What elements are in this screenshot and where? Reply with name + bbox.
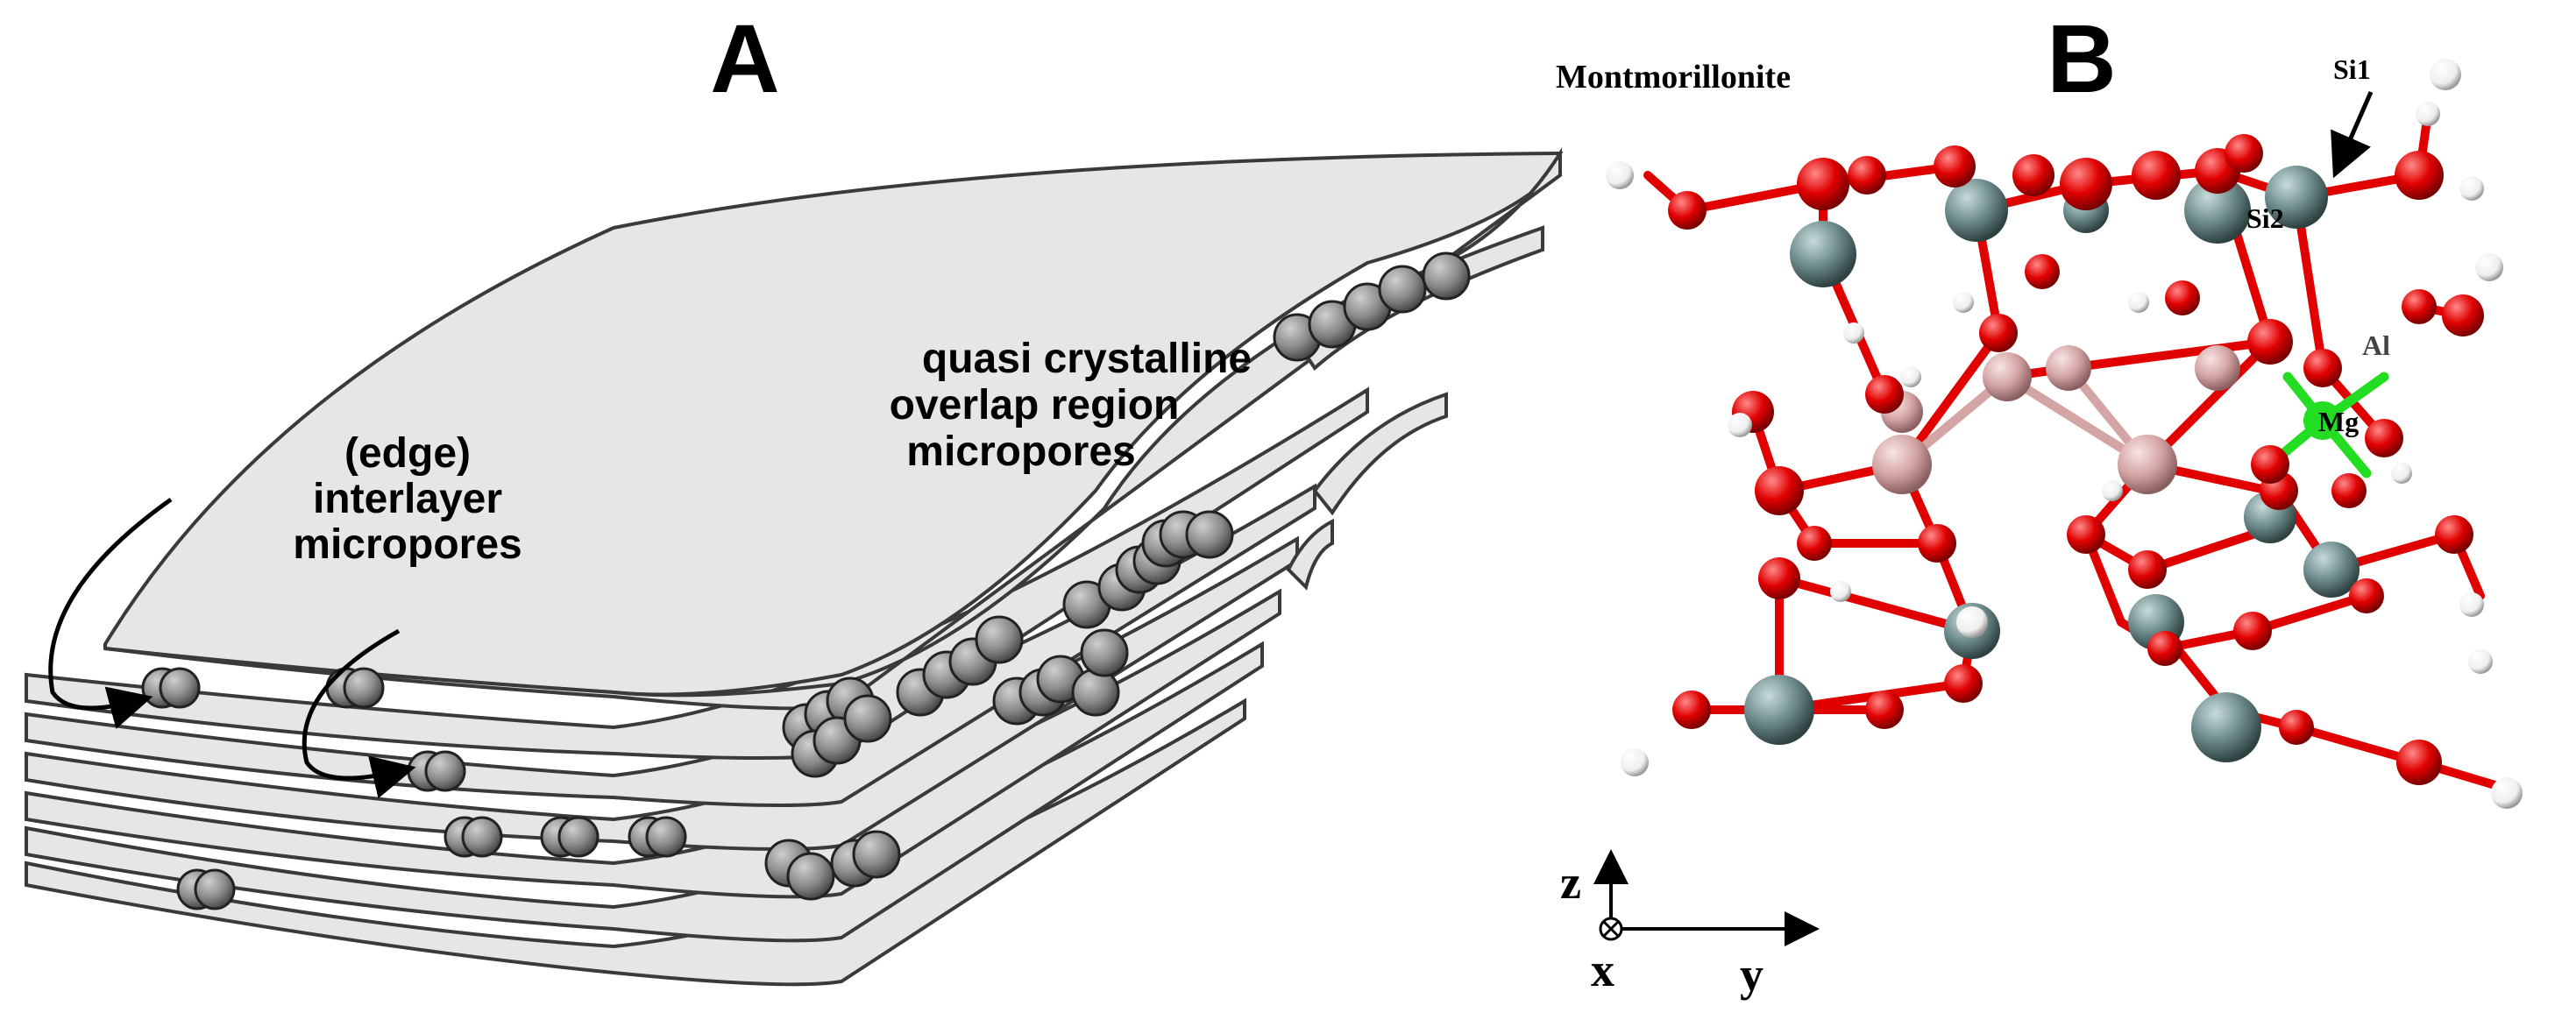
particle bbox=[843, 694, 892, 743]
si-atom bbox=[1790, 221, 1856, 287]
hydrogen-atoms bbox=[1606, 59, 2523, 809]
panel-b-letter: B bbox=[2047, 5, 2116, 113]
panel-a-letter: A bbox=[710, 5, 779, 113]
panel-a-labels: quasi crystalline overlap region micropo… bbox=[293, 336, 1252, 568]
silicon-atoms bbox=[1744, 166, 2360, 762]
clay-sheet-6 bbox=[25, 641, 1264, 943]
si-atom bbox=[2191, 692, 2261, 762]
coordinate-axes: z x y bbox=[1560, 849, 1820, 1001]
clay-sheet-top-edge bbox=[104, 147, 1562, 711]
particle bbox=[461, 816, 503, 858]
micropore-particles bbox=[141, 251, 1471, 910]
y-axis-label: y bbox=[1740, 948, 1763, 1001]
si-atom bbox=[2265, 166, 2328, 229]
clay-sheet-7 bbox=[25, 698, 1246, 987]
mg-label: Mg bbox=[2318, 406, 2359, 437]
quasi-label-line3: micropores bbox=[906, 429, 1135, 475]
particle bbox=[1080, 628, 1129, 677]
si-atom bbox=[1945, 179, 2008, 242]
particle bbox=[557, 816, 600, 858]
si-atom bbox=[1744, 675, 1814, 745]
quasi-label-line1: quasi crystalline bbox=[922, 336, 1252, 382]
panel-b-montmorillonite-structure: B Montmorillonite bbox=[1556, 5, 2523, 1001]
si-atom bbox=[2184, 177, 2251, 244]
particle bbox=[343, 667, 385, 709]
particle bbox=[1422, 251, 1471, 301]
clay-sheet-flare-3 bbox=[1286, 518, 1334, 591]
particle bbox=[852, 830, 901, 879]
particle bbox=[1185, 510, 1234, 559]
al-atom bbox=[2046, 345, 2091, 391]
oxygen-atoms bbox=[1668, 134, 2484, 785]
clay-sheet-flare-2 bbox=[1312, 392, 1448, 516]
edge-arrow-middle bbox=[302, 628, 416, 799]
z-axis-label: z bbox=[1560, 856, 1581, 909]
edge-label-line3: micropores bbox=[293, 521, 522, 568]
si1-label: Si1 bbox=[2333, 53, 2371, 85]
clay-sheet-2 bbox=[25, 386, 1369, 760]
al-atom bbox=[1872, 435, 1932, 494]
edge-label-line1: (edge) bbox=[344, 430, 471, 477]
particle bbox=[975, 615, 1024, 664]
quasi-label-line2: overlap region bbox=[890, 382, 1180, 429]
al-label: Al bbox=[2362, 329, 2390, 361]
particle bbox=[159, 667, 201, 709]
si1-pointer-arrow bbox=[2331, 90, 2374, 179]
particle bbox=[194, 868, 236, 910]
si-atom bbox=[2303, 542, 2360, 598]
x-axis-label: x bbox=[1591, 944, 1614, 996]
edge-arrow-left bbox=[48, 497, 173, 729]
pointer-arrows bbox=[48, 497, 416, 799]
magnesium-atom bbox=[2303, 401, 2342, 440]
particle bbox=[1071, 668, 1120, 717]
clay-sheet-5 bbox=[25, 588, 1281, 899]
al-atom bbox=[2195, 345, 2240, 391]
particle bbox=[424, 750, 466, 792]
aluminum-atoms bbox=[1872, 345, 2240, 494]
particle bbox=[645, 816, 687, 858]
al-atom bbox=[1983, 352, 2032, 401]
al-atom bbox=[2118, 435, 2177, 494]
mineral-title: Montmorillonite bbox=[1556, 59, 1791, 96]
particle bbox=[1378, 265, 1427, 314]
atom-labels: Si1 Si2 Al Mg bbox=[2246, 53, 2390, 437]
edge-label-line2: interlayer bbox=[313, 476, 502, 522]
mg-atom bbox=[2303, 401, 2342, 440]
si2-label: Si2 bbox=[2246, 202, 2284, 234]
panel-a-clay-microstructure: A bbox=[25, 5, 1564, 987]
particle bbox=[786, 852, 835, 901]
